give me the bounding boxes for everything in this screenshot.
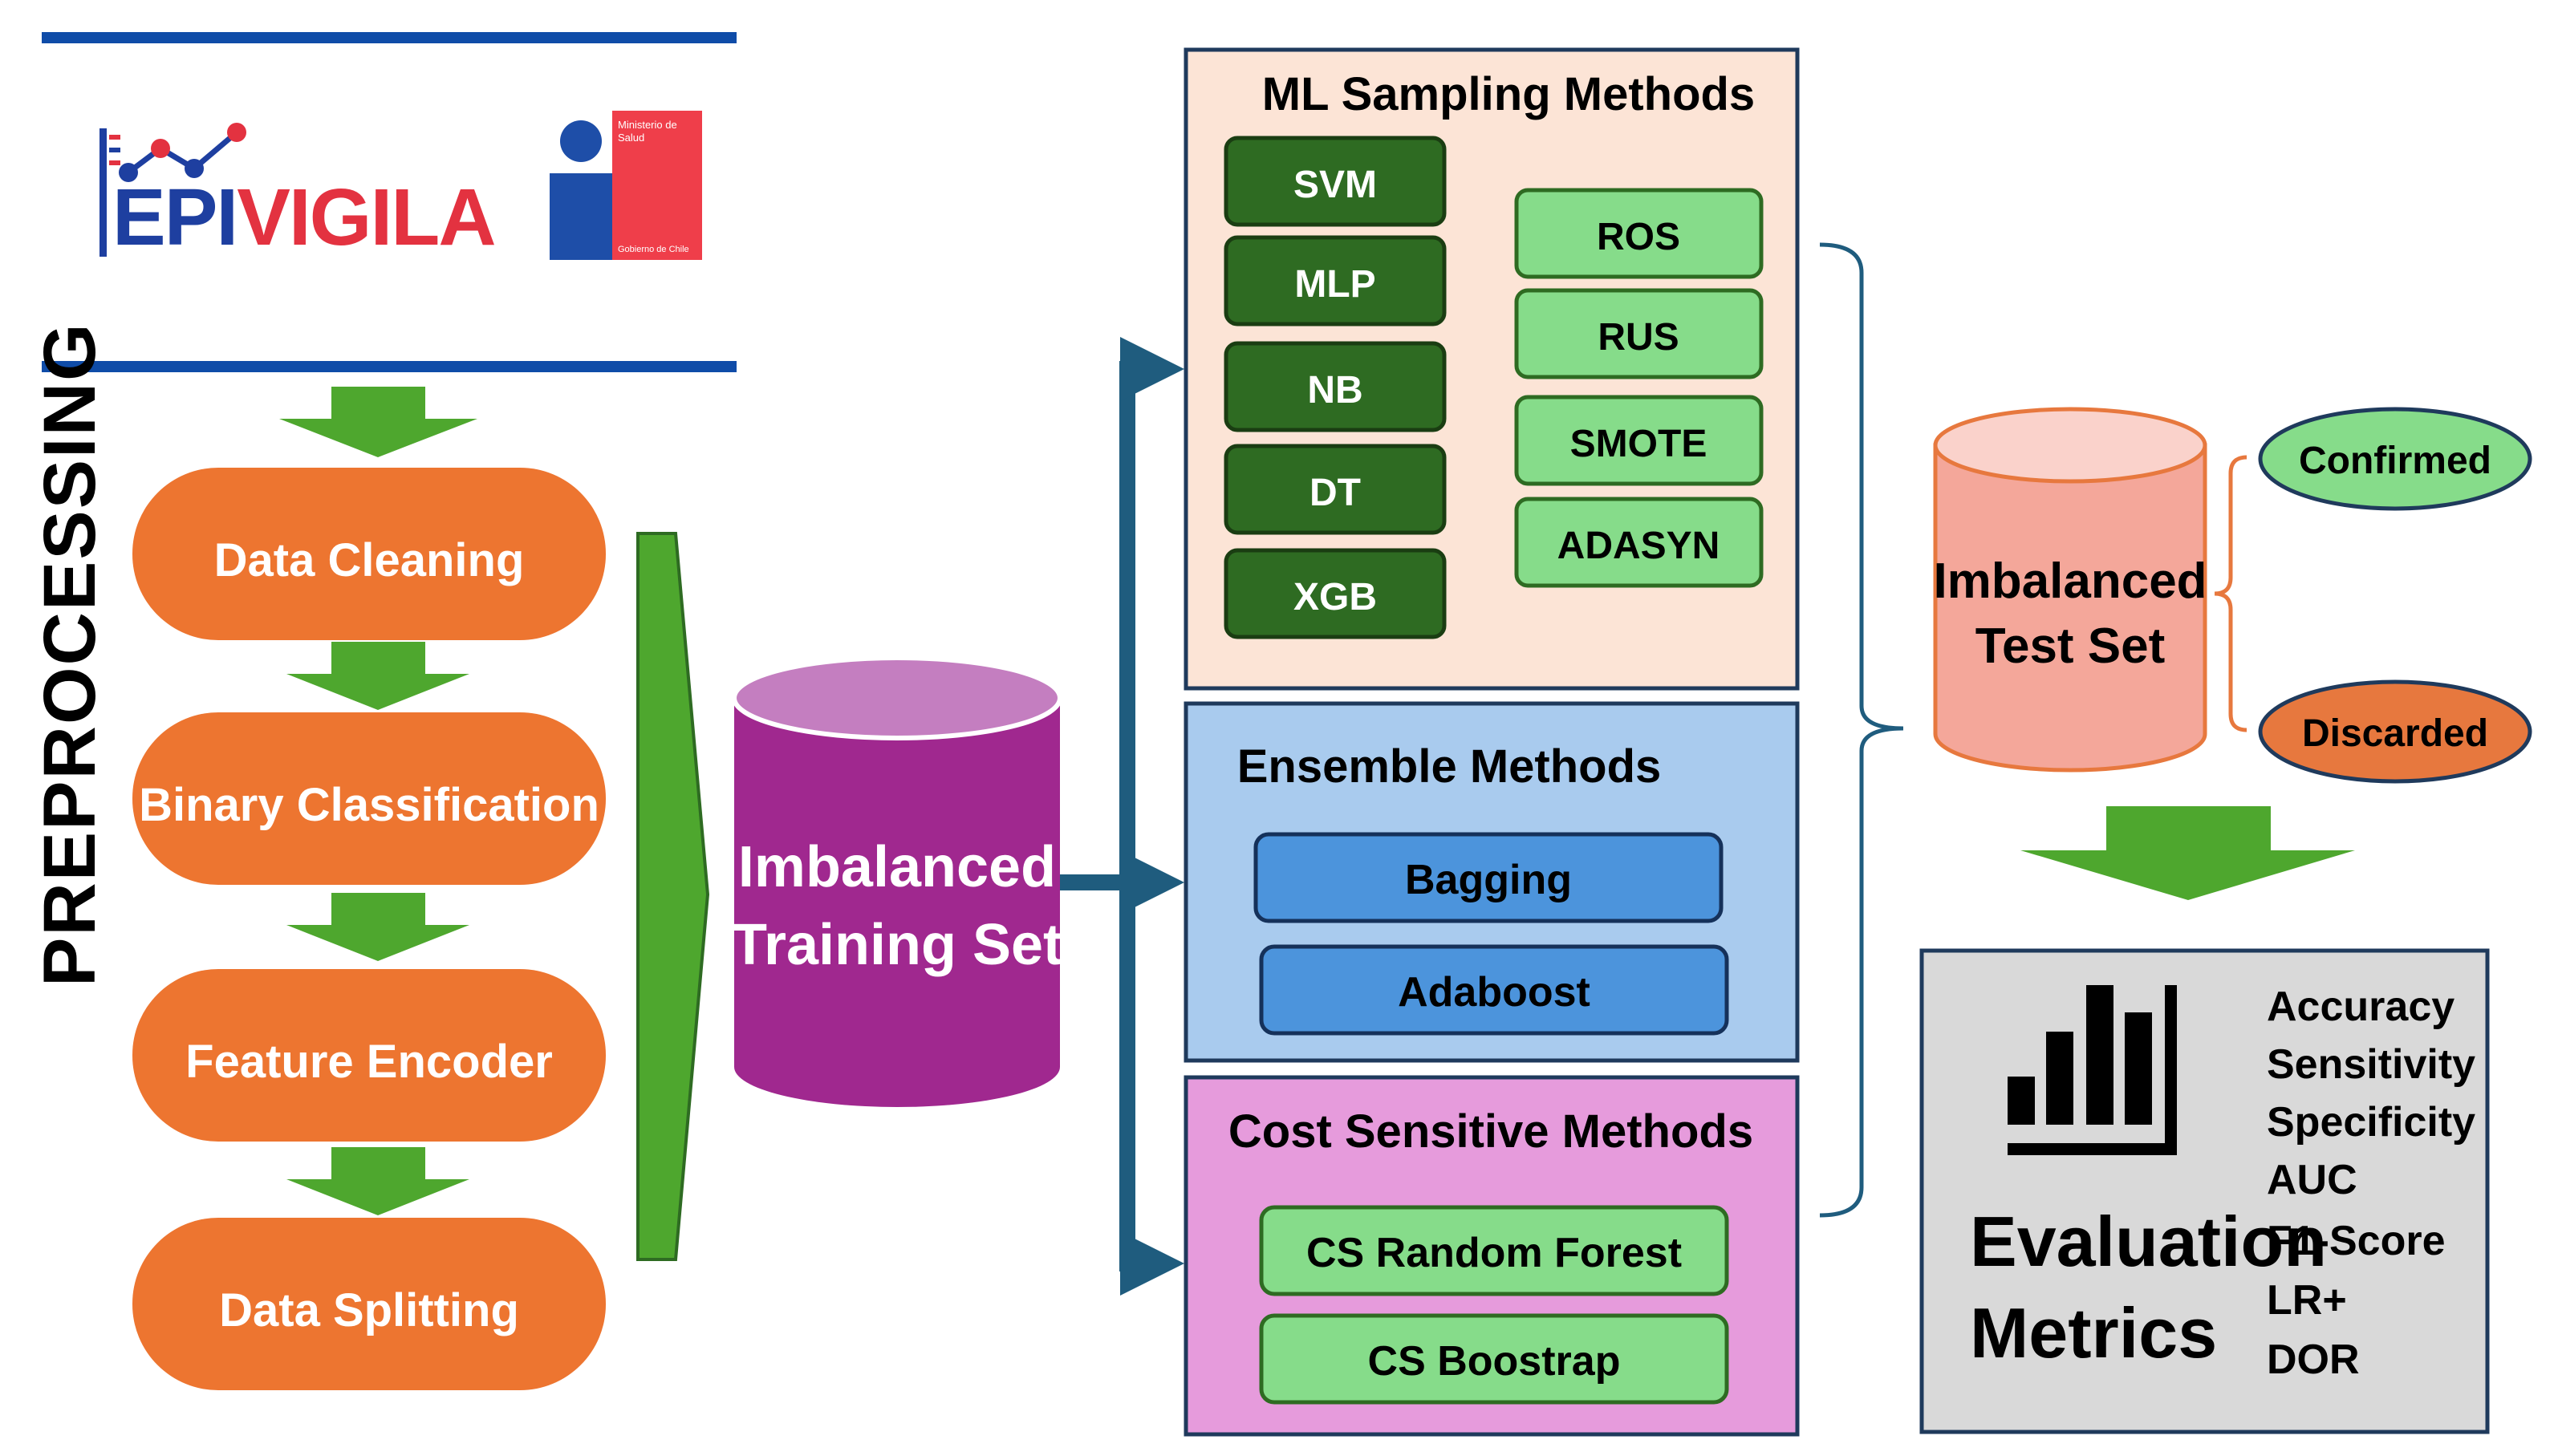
svg-text:Bagging: Bagging [1405,857,1572,903]
ensemble-bagging: Bagging [1253,832,1724,923]
sampler-adasyn: ADASYN [1514,497,1764,588]
test-set-line1: Imbalanced [1933,554,2207,609]
svg-text:Binary Classification: Binary Classification [139,779,599,831]
down-arrow-icon [279,387,477,457]
metric-sensitivity: Sensitivity [2267,1041,2475,1088]
svg-text:Discarded: Discarded [2302,712,2488,755]
svg-text:Data Cleaning: Data Cleaning [214,534,525,586]
down-arrow-icon [286,1147,469,1215]
preprocessing-steps: Data Cleaning Binary Classification Feat… [132,468,606,1390]
ministry-line2: Salud [618,132,644,144]
sampler-list: ROS RUS SMOTE ADASYN [1514,188,1764,588]
chevron-right-icon [636,532,710,1261]
metric-lr-plus: LR+ [2267,1277,2347,1324]
metric-dor: DOR [2267,1336,2360,1383]
ministry-footer: Gobierno de Chile [618,245,689,254]
svg-text:SMOTE: SMOTE [1570,423,1707,465]
outcome-discarded: Discarded [2258,679,2532,784]
bar-chart-icon [2008,985,2177,1155]
ministry-line1: Ministerio de [618,119,677,131]
evaluation-title-line2: Metrics [1970,1293,2217,1373]
svg-text:CS Boostrap: CS Boostrap [1368,1338,1621,1385]
header-bottom-rule [42,361,737,372]
methods-bracket [1819,242,1904,1218]
classifier-nb: NB [1224,341,1447,432]
ministry-logo: Ministerio de Salud Gobierno de Chile [550,111,702,260]
sampler-smote: SMOTE [1514,395,1764,486]
svg-text:RUS: RUS [1598,316,1679,359]
classifier-dt: DT [1224,444,1447,535]
ensemble-adaboost: Adaboost [1259,944,1729,1036]
classifier-xgb: XGB [1224,548,1447,639]
svg-text:MLP: MLP [1294,263,1375,306]
ml-sampling-title: ML Sampling Methods [1262,68,1755,120]
svg-text:Data Splitting: Data Splitting [219,1284,519,1336]
metric-auc: AUC [2267,1157,2357,1203]
cs-boostrap: CS Boostrap [1259,1313,1729,1405]
preprocessing-label: PREPROCESSING [29,322,111,987]
svg-text:EPIVIGILA: EPIVIGILA [112,172,495,262]
down-arrow-icon [286,642,469,710]
ml-sampling-panel: ML Sampling Methods SVM MLP NB DT XGB [1184,47,1800,691]
test-set-cylinder: Imbalanced Test Set [1933,407,2207,773]
test-set-line2: Test Set [1975,618,2166,674]
cs-random-forest: CS Random Forest [1259,1205,1729,1296]
training-set-cylinder: Imbalanced Training Set [732,655,1062,1107]
down-arrow-icon [286,893,469,961]
svg-text:CS Random Forest: CS Random Forest [1306,1230,1682,1276]
metric-list: Accuracy Sensitivity Specificity AUC F1-… [2267,984,2475,1383]
logo-header: EPIVIGILA Ministerio de Salud Gobierno d… [42,32,737,372]
svg-text:Confirmed: Confirmed [2299,440,2491,482]
svg-text:XGB: XGB [1293,576,1377,618]
svg-text:ROS: ROS [1597,216,1680,258]
metric-specificity: Specificity [2267,1099,2475,1146]
cost-sensitive-title: Cost Sensitive Methods [1228,1105,1753,1158]
preprocessing-arrows [279,387,477,1215]
epivigila-prefix: EPI [112,172,237,262]
step-data-cleaning: Data Cleaning [132,468,606,640]
sampler-ros: ROS [1514,188,1764,279]
svg-text:Feature Encoder: Feature Encoder [185,1036,553,1088]
training-distribution-arrows [1060,337,1184,1296]
training-set-line2: Training Set [732,913,1062,977]
metric-accuracy: Accuracy [2267,984,2455,1030]
classifier-svm: SVM [1224,136,1447,227]
svg-text:NB: NB [1307,369,1362,412]
svg-text:SVM: SVM [1293,164,1377,206]
epivigila-logo: EPIVIGILA [99,123,497,262]
classifier-mlp: MLP [1224,235,1447,326]
ensemble-title: Ensemble Methods [1237,740,1662,793]
step-binary-classification: Binary Classification [132,712,606,885]
outcome-confirmed: Confirmed [2258,407,2532,511]
svg-text:Adaboost: Adaboost [1398,969,1590,1016]
classifier-list: SVM MLP NB DT XGB [1224,136,1447,639]
down-arrow-icon [2020,806,2355,900]
training-set-line1: Imbalanced [738,835,1056,899]
header-top-rule [42,32,737,43]
step-feature-encoder: Feature Encoder [132,969,606,1142]
evaluation-title-line1: Evaluation [1970,1202,2327,1281]
evaluation-panel: Evaluation Metrics Accuracy Sensitivity … [1919,948,2490,1434]
metric-f1-score: F1-Score [2267,1218,2446,1264]
outcome-bracket [2214,455,2247,732]
epivigila-suffix: VIGILA [237,172,494,262]
cost-sensitive-panel: Cost Sensitive Methods CS Random Forest … [1184,1075,1800,1437]
svg-text:DT: DT [1309,472,1361,514]
ensemble-panel: Ensemble Methods Bagging Adaboost [1184,701,1800,1063]
step-data-splitting: Data Splitting [132,1218,606,1390]
svg-text:ADASYN: ADASYN [1557,525,1720,567]
sampler-rus: RUS [1514,288,1764,379]
coat-of-arms-icon [560,120,602,162]
